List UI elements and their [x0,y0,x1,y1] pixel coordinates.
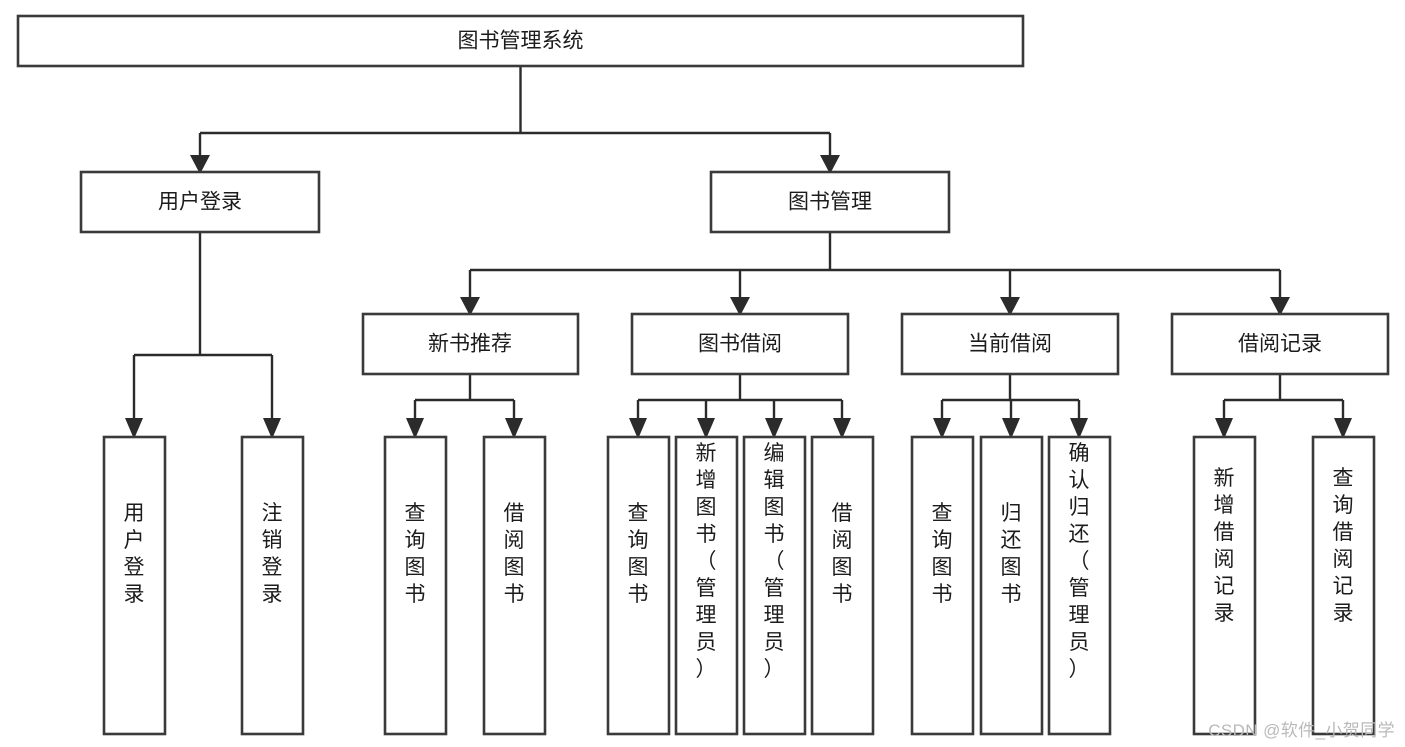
leaf-node-borrow-books-recommend[interactable]: 借阅图书 [482,435,547,736]
leaf-node-query-books-borrow-box[interactable] [606,435,671,736]
node-new-book-recommend-label: 新书推荐 [428,333,512,356]
node-book-borrow-label: 图书借阅 [698,333,782,356]
arrow-icon-to-leaf-add-record [1215,418,1233,439]
leaf-node-return-book-box[interactable] [979,435,1044,736]
csdn-watermark: CSDN @软件_小贺同学 [1208,721,1395,740]
node-current-borrow-label: 当前借阅 [968,333,1052,356]
node-root-system-box[interactable] [16,14,1025,68]
node-book-management-label: 图书管理 [788,191,872,214]
leaf-node-borrow-books-recommend-box[interactable] [482,435,547,736]
leaf-node-query-books-current-box[interactable] [910,435,975,736]
arrow-icon-to-leaf-add-book [697,418,715,439]
leaf-node-logout-box[interactable] [240,435,305,736]
leaf-node-add-borrow-record[interactable]: 新增借阅记录 [1192,435,1257,736]
arrow-icon-to-leaf-query-record [1334,418,1352,439]
arrow-icon-to-leaf-borrow-books-1 [505,418,523,439]
arrow-icon-to-current [1000,297,1020,316]
arrow-icon-to-records [1270,297,1290,316]
leaf-node-borrow-books-borrow-box[interactable] [810,435,875,736]
arrow-icon-to-leaf-query-books-3 [933,418,951,439]
leaf-node-add-borrow-record-label: 新增借阅记录 [1214,467,1235,625]
arrow-icon-to-user-login [190,155,210,174]
node-book-borrow[interactable]: 图书借阅 [630,312,850,376]
leaf-node-query-books-current-label: 查询图书 [932,502,953,606]
leaf-node-query-books-borrow-label: 查询图书 [628,502,649,606]
node-user-login[interactable]: 用户登录 [79,170,321,234]
leaf-node-query-borrow-record[interactable]: 查询借阅记录 [1311,435,1376,736]
arrow-icon-to-leaf-query-books-2 [629,418,647,439]
node-book-management[interactable]: 图书管理 [709,170,951,234]
leaf-node-query-books-borrow[interactable]: 查询图书 [606,435,671,736]
node-new-book-recommend-box[interactable] [361,312,580,376]
arrow-icon-to-leaf-logout [263,418,281,439]
leaf-node-logout-label: 注销登录 [262,502,283,606]
leaf-node-borrow-books-recommend-label: 借阅图书 [504,502,525,606]
leaf-node-add-book-admin-box[interactable] [674,435,739,736]
node-root-system[interactable]: 图书管理系统 [16,14,1025,68]
leaf-node-query-borrow-record-label: 查询借阅记录 [1333,467,1354,625]
leaf-node-add-book-admin-label: 新增图书（管理员） [696,442,717,681]
leaf-node-return-book-label: 归还图书 [1001,502,1022,606]
leaf-node-confirm-return-admin-label: 确认归还（管理员） [1069,442,1090,681]
arrow-icon-to-leaf-return-book [1002,418,1020,439]
leaf-node-user-login[interactable]: 用户登录 [102,435,167,736]
leaf-node-user-login-label: 用户登录 [124,502,145,606]
leaf-node-return-book[interactable]: 归还图书 [979,435,1044,736]
leaf-node-query-books-recommend[interactable]: 查询图书 [383,435,448,736]
leaf-node-edit-book-admin-box[interactable] [742,435,807,736]
node-new-book-recommend[interactable]: 新书推荐 [361,312,580,376]
node-root-system-label: 图书管理系统 [458,30,584,53]
arrow-icon-to-new-books [460,297,480,316]
node-book-borrow-box[interactable] [630,312,850,376]
arrow-icon-to-leaf-user-login [125,418,143,439]
leaf-node-logout[interactable]: 注销登录 [240,435,305,736]
leaf-node-query-books-recommend-box[interactable] [383,435,448,736]
leaf-node-query-books-current[interactable]: 查询图书 [910,435,975,736]
node-borrow-records-box[interactable] [1170,312,1390,376]
leaf-node-layer: 用户登录 注销登录 查询图书 借阅图书 查询图书 新增图书（管理员） [102,435,1376,736]
node-current-borrow[interactable]: 当前借阅 [900,312,1120,376]
leaf-node-query-borrow-record-box[interactable] [1311,435,1376,736]
arrow-icon-to-leaf-confirm-return [1070,418,1088,439]
leaf-node-add-borrow-record-box[interactable] [1192,435,1257,736]
leaf-node-borrow-books-borrow-label: 借阅图书 [832,502,853,606]
node-user-login-label: 用户登录 [158,191,242,214]
arrow-icon-to-borrow [730,297,750,316]
leaf-node-user-login-box[interactable] [102,435,167,736]
leaf-node-edit-book-admin[interactable]: 编辑图书（管理员） [742,435,807,736]
node-book-management-box[interactable] [709,170,951,234]
node-current-borrow-box[interactable] [900,312,1120,376]
arrowhead-layer [125,155,1352,439]
leaf-node-edit-book-admin-label: 编辑图书（管理员） [764,442,785,681]
leaf-node-query-books-recommend-label: 查询图书 [405,502,426,606]
arrow-icon-to-leaf-borrow-books-2 [833,418,851,439]
leaf-node-add-book-admin[interactable]: 新增图书（管理员） [674,435,739,736]
arrow-icon-to-leaf-edit-book [765,418,783,439]
node-borrow-records[interactable]: 借阅记录 [1170,312,1390,376]
leaf-node-borrow-books-borrow[interactable]: 借阅图书 [810,435,875,736]
arrow-icon-to-leaf-query-books-1 [406,418,424,439]
arrow-icon-to-book-mgmt [820,155,840,174]
leaf-node-confirm-return-admin[interactable]: 确认归还（管理员） [1047,435,1112,736]
node-user-login-box[interactable] [79,170,321,234]
node-borrow-records-label: 借阅记录 [1238,333,1322,356]
leaf-node-confirm-return-admin-box[interactable] [1047,435,1112,736]
